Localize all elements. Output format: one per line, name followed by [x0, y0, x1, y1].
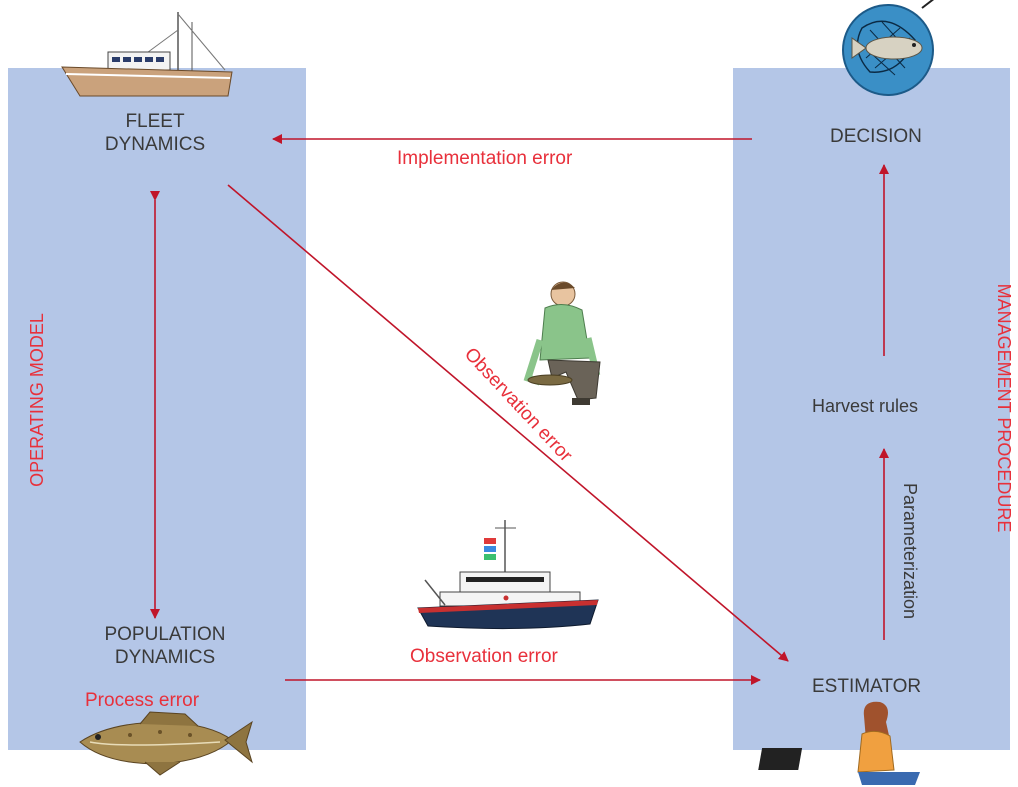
operating-model-title: OPERATING MODEL: [27, 313, 47, 487]
person-at-laptop-icon: [758, 701, 920, 785]
population-line1: POPULATION: [104, 624, 226, 645]
decision-label: DECISION: [830, 126, 922, 147]
population-line2: DYNAMICS: [114, 646, 216, 668]
parameterization-label: Parameterization: [900, 482, 920, 620]
person-measuring-fish-icon: [523, 281, 601, 405]
implementation-error-label: Implementation error: [397, 148, 573, 169]
fishing-boat-icon: [61, 12, 233, 97]
observation-diagonal-arrow: [227, 184, 789, 662]
fleet-line2: DYNAMICS: [104, 133, 206, 155]
process-error-label: Process error: [85, 690, 200, 711]
cod-fish-icon: [79, 711, 253, 776]
fleet-line1: FLEET: [125, 111, 185, 132]
estimator-label: ESTIMATOR: [812, 676, 922, 697]
harvest-rules-label: Harvest rules: [812, 396, 919, 416]
fleet-dynamics-label: FLEET DYNAMICS: [75, 111, 235, 157]
population-dynamics-label: POPULATION DYNAMICS: [70, 624, 260, 670]
observation-error-bottom-label: Observation error: [410, 646, 558, 667]
management-procedure-panel: [733, 68, 1010, 750]
management-procedure-title: MANAGEMENT PROCEDURE: [994, 283, 1014, 533]
fish-in-net-icon: [842, 0, 935, 96]
research-vessel-icon: [417, 520, 599, 630]
